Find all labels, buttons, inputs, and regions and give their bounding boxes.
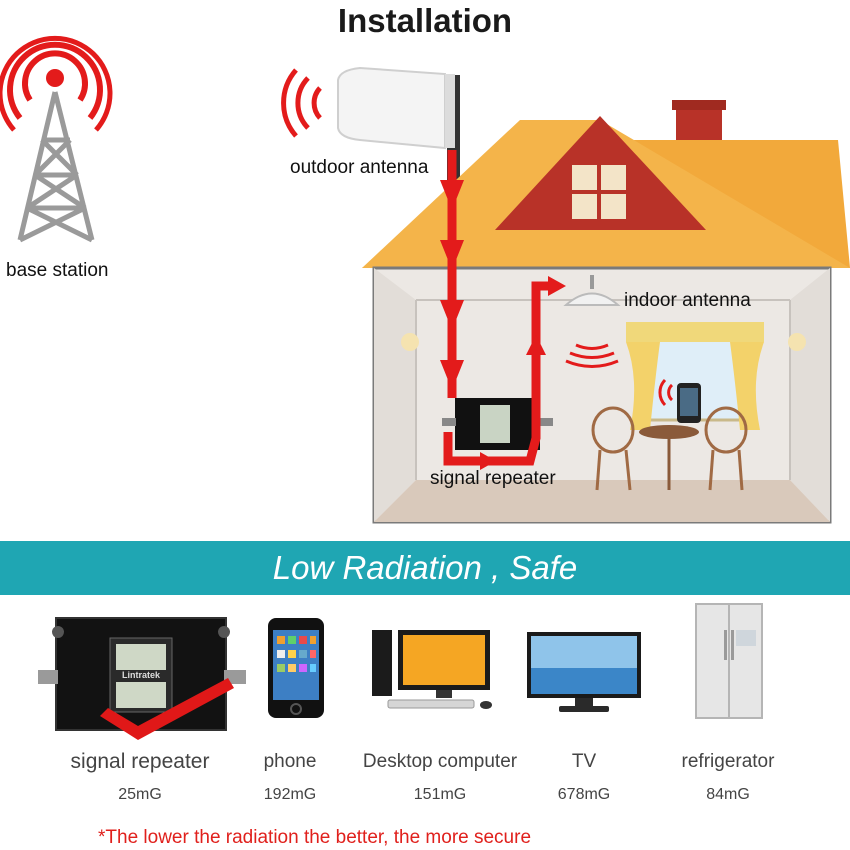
signal-repeater-label: signal repeater	[430, 468, 556, 489]
page-title: Installation	[337, 2, 513, 39]
base-station-tower-icon	[0, 35, 113, 243]
product-radiation: 678mG	[557, 786, 611, 803]
product-radiation: 25mG	[118, 786, 162, 803]
smartphone-icon	[268, 618, 324, 718]
outdoor-antenna-label: outdoor antenna	[290, 157, 429, 178]
outdoor-antenna-icon	[281, 66, 460, 185]
product-name: TV	[571, 751, 597, 772]
house-roof	[362, 100, 850, 268]
banner-text: Low Radiation , Safe	[272, 549, 578, 586]
refrigerator-icon	[695, 603, 763, 719]
indoor-antenna-label: indoor antenna	[624, 290, 751, 311]
low-radiation-banner: Low Radiation , Safe	[0, 541, 850, 595]
product-radiation: 151mG	[413, 786, 467, 803]
base-station-label: base station	[6, 260, 109, 281]
tv-icon	[527, 632, 641, 712]
installation-illustration	[0, 35, 850, 524]
product-name: refrigerator	[681, 751, 775, 772]
product-name: signal repeater	[70, 750, 210, 773]
product-name: Desktop computer	[362, 751, 518, 772]
radiation-comparison: Lintratek signal repeater 25mG phone 192…	[0, 600, 850, 820]
device-brand: Lintratek	[122, 670, 161, 680]
product-name: phone	[263, 751, 317, 772]
product-radiation: 84mG	[706, 786, 750, 803]
desktop-computer-icon	[372, 630, 492, 709]
signal-repeater-device-icon: Lintratek	[38, 617, 246, 740]
product-radiation: 192mG	[263, 786, 317, 803]
radiation-note: *The lower the radiation the better, the…	[98, 827, 532, 848]
